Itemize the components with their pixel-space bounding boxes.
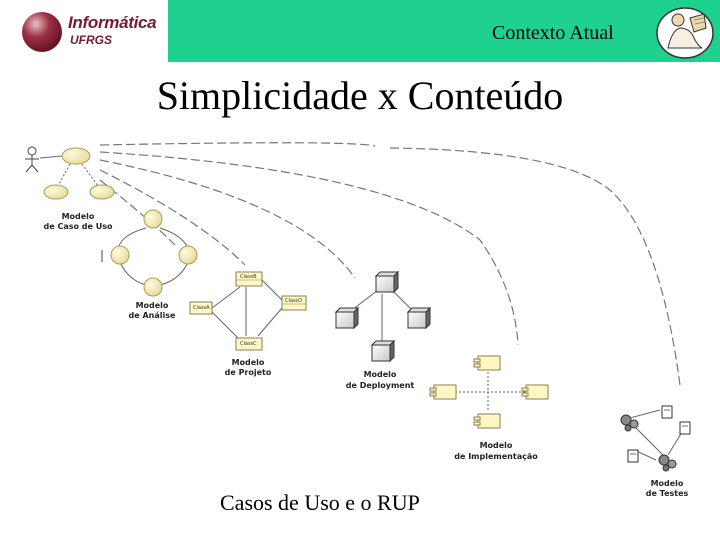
design-model: ClassB ClassA ClassD ClassC Modelo de Pr…	[189, 271, 307, 377]
logo: Informática UFRGS	[0, 0, 168, 62]
context-label: Contexto Atual	[492, 22, 614, 44]
class-c-label: ClassC	[240, 341, 257, 347]
slide-title: Simplicidade x Conteúdo	[156, 73, 564, 118]
use-case-model-label-1: Modelo	[62, 212, 95, 221]
design-model-label-1: Modelo	[232, 358, 265, 367]
analysis-model-label-2: de Análise	[129, 311, 176, 320]
class-b-label: ClassB	[240, 274, 257, 280]
gear-icon	[658, 454, 677, 472]
deployment-model: Modelo de Deployment	[334, 270, 432, 390]
analysis-model: Modelo de Análise	[101, 209, 198, 320]
use-case-model-label-2: de Caso de Uso	[44, 222, 113, 231]
class-d-label: ClassD	[285, 298, 302, 304]
use-case-model: Modelo de Caso de Uso	[25, 146, 115, 231]
slide-header: Informática UFRGS Contexto Atual	[0, 0, 720, 62]
deployment-model-label-1: Modelo	[364, 370, 397, 379]
test-model-label-2: de Testes	[646, 489, 689, 498]
dependency-curves	[99, 142, 681, 386]
test-model-label-1: Modelo	[651, 479, 684, 488]
design-model-label-2: de Projeto	[225, 368, 272, 377]
deployment-model-label-2: de Deployment	[346, 381, 415, 390]
logo-title: Informática	[68, 13, 157, 32]
analysis-model-label-1: Modelo	[136, 301, 169, 310]
logo-subtitle: UFRGS	[70, 33, 112, 47]
slide-caption: Casos de Uso e o RUP	[220, 490, 420, 515]
implementation-model: Modelo de Implementação	[429, 355, 549, 461]
globe-sphere-icon	[22, 12, 62, 52]
implementation-model-label-2: de Implementação	[454, 452, 538, 461]
implementation-model-label-1: Modelo	[480, 441, 513, 450]
mascot-illustration-icon	[656, 7, 714, 59]
class-a-label: ClassA	[193, 305, 210, 311]
test-model: Modelo de Testes	[620, 405, 691, 498]
header-band	[168, 0, 720, 62]
gear-icon	[620, 414, 639, 432]
